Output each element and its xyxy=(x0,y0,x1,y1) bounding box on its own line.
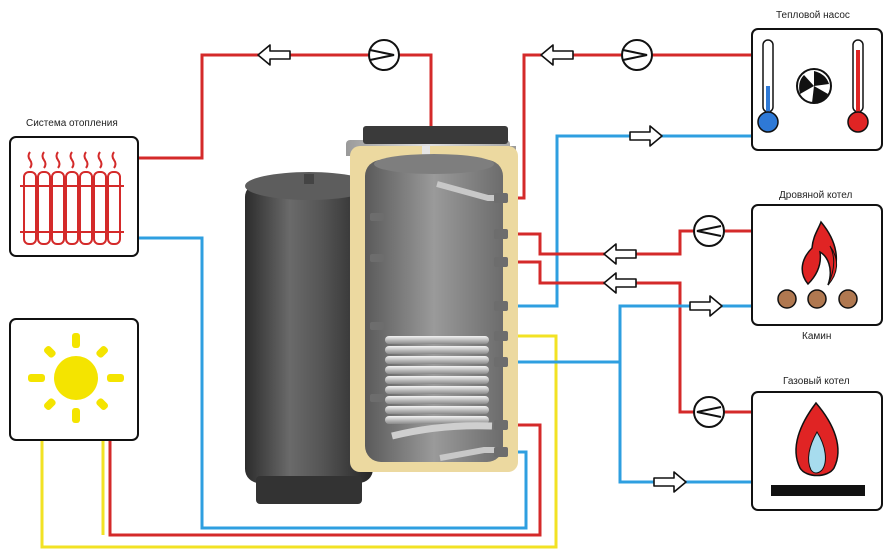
wood-boiler-label: Дровяной котел xyxy=(779,190,853,201)
radiator-icon xyxy=(20,151,124,245)
heat-exchanger-coil xyxy=(385,336,493,440)
wood-boiler-box xyxy=(751,204,883,326)
flow-arrow-icon xyxy=(603,243,637,265)
flow-arrow-icon xyxy=(603,272,637,294)
fireplace-label: Камин xyxy=(802,331,832,342)
tank-nozzles xyxy=(370,193,508,457)
flame-logs-icon xyxy=(777,220,858,309)
solar-collector-box xyxy=(9,318,139,441)
heatpump-supply-pipe xyxy=(503,53,752,200)
heat-pump-box xyxy=(751,28,883,151)
fan-icon xyxy=(796,68,832,104)
flow-arrow-icon xyxy=(257,44,291,66)
heating-return-pipe xyxy=(138,236,528,530)
heat-pump-label: Тепловой насос xyxy=(776,10,850,21)
pump-icon xyxy=(621,39,653,71)
pumps xyxy=(368,39,725,428)
flow-arrow-icon xyxy=(629,125,663,147)
pump-icon xyxy=(693,396,725,428)
gas-boiler-box xyxy=(751,391,883,511)
wood-return-pipe xyxy=(503,304,752,364)
gas-boiler-label: Газовый котел xyxy=(783,376,850,387)
solar-return-pipe xyxy=(108,423,542,537)
heating-supply-pipe xyxy=(138,53,433,160)
flow-arrow-icon xyxy=(653,471,687,493)
buffer-tank xyxy=(245,126,518,504)
gas-flame-icon xyxy=(771,401,865,496)
flow-arrows xyxy=(257,44,723,493)
pump-icon xyxy=(693,215,725,247)
cold-thermometer-icon xyxy=(757,39,779,133)
flow-arrow-icon xyxy=(689,295,723,317)
hot-thermometer-icon xyxy=(847,39,869,133)
gas-return-pipe xyxy=(618,362,752,484)
heating-system-box xyxy=(9,136,139,257)
pump-icon xyxy=(368,39,400,71)
heating-system-label: Система отопления xyxy=(26,118,118,129)
sun-icon xyxy=(28,333,124,423)
flow-arrow-icon xyxy=(540,44,574,66)
solar-pipe-left xyxy=(40,334,558,549)
